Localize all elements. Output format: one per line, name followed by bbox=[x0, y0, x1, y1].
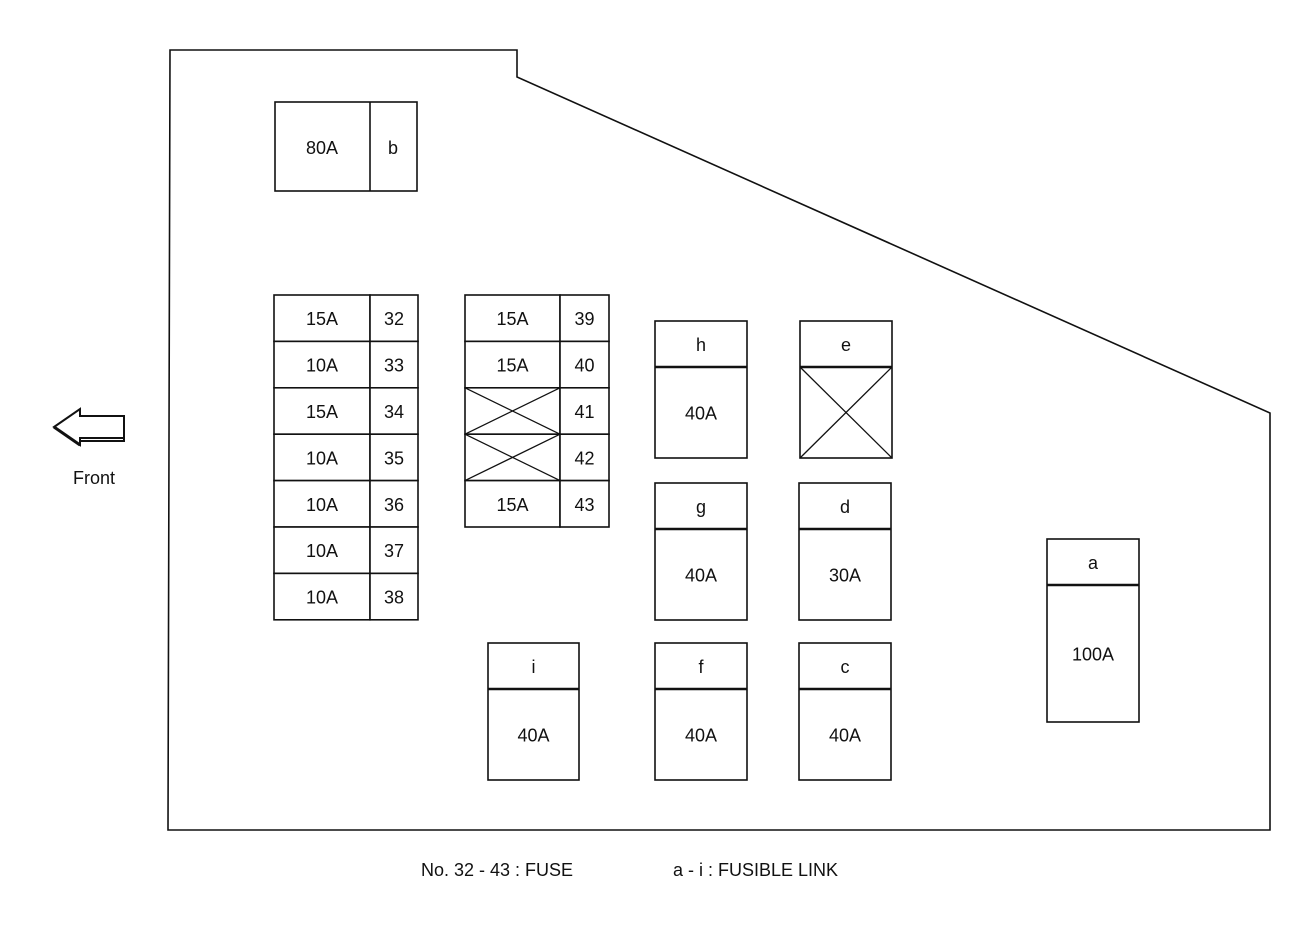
fuse-block-outline bbox=[167, 49, 1271, 831]
fuse-number: 37 bbox=[384, 541, 404, 561]
fusible-link-rating: 40A bbox=[685, 566, 717, 586]
fuse-number: 38 bbox=[384, 588, 404, 608]
fusible-link-id: g bbox=[696, 497, 706, 517]
fuse-number: 40 bbox=[574, 356, 594, 376]
fuse-35: 10A 35 bbox=[273, 433, 419, 482]
fusible-link-id: i bbox=[532, 657, 536, 677]
fusible-link-id: e bbox=[841, 335, 851, 355]
fuse-rating: 15A bbox=[306, 402, 338, 422]
fuse-number: 34 bbox=[384, 402, 404, 422]
fuse-column-right: 15A 39 15A 40 41 42 15A 43 bbox=[464, 294, 610, 528]
fuse-number: 33 bbox=[384, 356, 404, 376]
top-link-id: b bbox=[388, 138, 398, 158]
fuse-number: 35 bbox=[384, 448, 404, 468]
fuse-number: 41 bbox=[574, 402, 594, 422]
fuse-rating: 10A bbox=[306, 448, 338, 468]
fuse-43: 15A 43 bbox=[464, 479, 610, 528]
fuse-34: 15A 34 bbox=[273, 386, 419, 435]
fuse-rating: 10A bbox=[306, 588, 338, 608]
fuse-36: 10A 36 bbox=[273, 479, 419, 528]
fuse-41: 41 bbox=[464, 386, 610, 435]
fuse-number: 36 bbox=[384, 495, 404, 515]
front-arrow-icon bbox=[52, 407, 125, 447]
fuse-37: 10A 37 bbox=[273, 526, 419, 575]
fuse-rating: 15A bbox=[496, 356, 528, 376]
fusible-link-id: h bbox=[696, 335, 706, 355]
fusible-link-g: g 40A bbox=[654, 482, 748, 621]
fusible-link-rating: 30A bbox=[829, 566, 861, 586]
fuse-42: 42 bbox=[464, 433, 610, 482]
fusible-link-id: c bbox=[841, 657, 850, 677]
fusible-link-f: f 40A bbox=[654, 642, 748, 781]
fusible-link-rating: 40A bbox=[517, 726, 549, 746]
front-label: Front bbox=[73, 468, 115, 488]
legend-fuse: No. 32 - 43 : FUSE bbox=[421, 860, 574, 880]
fuse-number: 39 bbox=[574, 309, 594, 329]
fusible-link-h: h 40A bbox=[654, 320, 748, 459]
fusible-link-d: d 30A bbox=[798, 482, 892, 621]
fusible-link-i: i 40A bbox=[487, 642, 580, 781]
fuse-32: 15A 32 bbox=[273, 294, 419, 343]
fuse-number: 43 bbox=[574, 495, 594, 515]
fuse-number: 32 bbox=[384, 309, 404, 329]
fuse-rating: 15A bbox=[306, 309, 338, 329]
fuse-rating: 15A bbox=[496, 495, 528, 515]
fuse-33: 10A 33 bbox=[273, 340, 419, 389]
fuse-number: 42 bbox=[574, 448, 594, 468]
fuse-38: 10A 38 bbox=[273, 572, 419, 621]
fusible-link-c: c 40A bbox=[798, 642, 892, 781]
fuse-rating: 10A bbox=[306, 495, 338, 515]
fuse-40: 15A 40 bbox=[464, 340, 610, 389]
fuse-column-left: 15A 32 10A 33 15A 34 10A 35 10A 36 10A 37 10A 38 bbox=[273, 294, 419, 621]
fusible-link-id: f bbox=[698, 657, 704, 677]
fusible-link-id: d bbox=[840, 497, 850, 517]
fusible-link-rating: 40A bbox=[685, 404, 717, 424]
top-fusible-link: 80A b bbox=[274, 101, 418, 192]
fusible-link-id: a bbox=[1088, 553, 1099, 573]
fusible-links: h 40A e g 40A d 30A i 40A f 40A c 40A a 100A bbox=[487, 320, 1140, 781]
fuse-rating: 10A bbox=[306, 541, 338, 561]
legend-fusible-link: a - i : FUSIBLE LINK bbox=[673, 860, 839, 880]
fusible-link-a: a 100A bbox=[1046, 538, 1140, 723]
fusible-link-rating: 100A bbox=[1072, 645, 1114, 665]
fusible-link-rating: 40A bbox=[685, 726, 717, 746]
fuse-rating: 10A bbox=[306, 356, 338, 376]
fusible-link-rating: 40A bbox=[829, 726, 861, 746]
fusible-link-e: e bbox=[799, 320, 893, 459]
fuse-rating: 15A bbox=[496, 309, 528, 329]
top-link-rating: 80A bbox=[306, 138, 338, 158]
fuse-39: 15A 39 bbox=[464, 294, 610, 343]
